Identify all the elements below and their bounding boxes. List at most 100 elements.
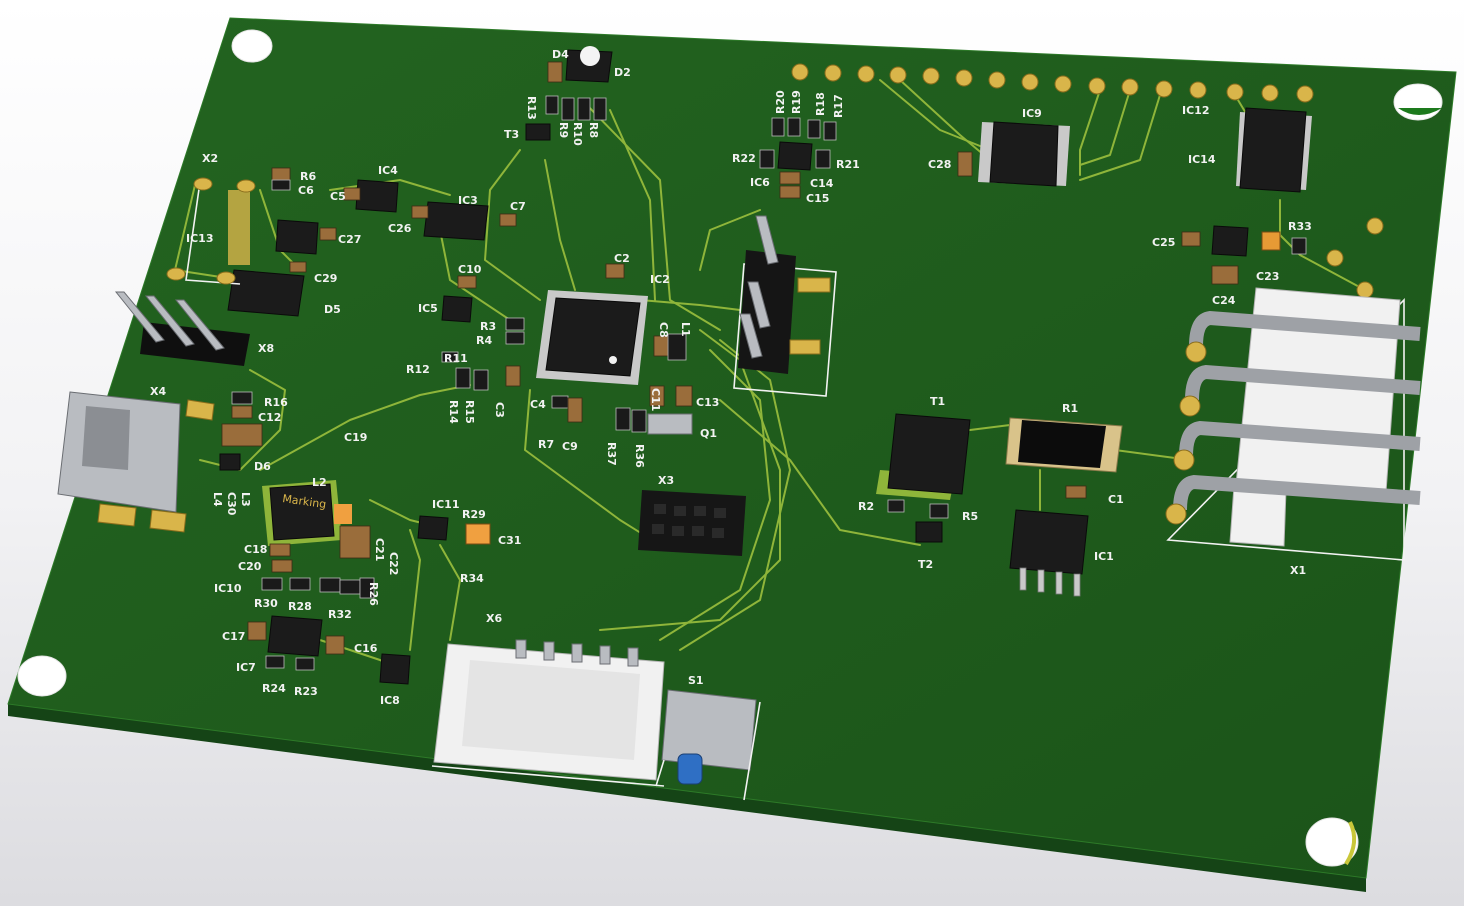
resistor xyxy=(561,97,575,121)
label-ic8: IC8 xyxy=(380,694,400,707)
inductor-marking-text: Marking xyxy=(282,492,328,511)
x3-socket xyxy=(692,526,704,536)
trace xyxy=(439,229,511,321)
pad xyxy=(955,69,973,87)
ic12-chip xyxy=(1211,225,1249,257)
label-t1: T1 xyxy=(930,395,945,408)
label-r19: R19 xyxy=(790,90,803,114)
label-c24: C24 xyxy=(1212,294,1236,307)
pad xyxy=(1155,80,1173,98)
pad xyxy=(216,271,236,285)
label-ic1: IC1 xyxy=(1094,550,1114,563)
label-c20: C20 xyxy=(238,560,262,573)
capacitor xyxy=(649,385,665,407)
x8-pin xyxy=(174,299,225,351)
label-r17: R17 xyxy=(832,94,845,118)
x6-pin xyxy=(515,639,527,659)
capacitor-c31 xyxy=(465,523,491,545)
capacitor xyxy=(1181,231,1201,247)
resistor xyxy=(441,351,459,363)
label-r21: R21 xyxy=(836,158,860,171)
ic13-body xyxy=(275,219,319,255)
mounting-holes xyxy=(17,29,1443,867)
label-c22: C22 xyxy=(387,552,400,575)
header-pin xyxy=(747,281,771,329)
x3-header xyxy=(638,490,746,556)
label-r3: R3 xyxy=(480,320,496,333)
pad xyxy=(1261,84,1279,102)
ic1-pin xyxy=(1019,567,1027,591)
label-ic9: IC9 xyxy=(1022,107,1042,120)
label-c6: C6 xyxy=(298,184,314,197)
transistor-t2 xyxy=(915,521,943,543)
resistor xyxy=(505,317,525,331)
pad xyxy=(1054,75,1072,93)
r1-shunt xyxy=(1005,417,1123,473)
l2-inductor xyxy=(262,480,342,546)
ic1-pin xyxy=(1073,573,1081,597)
label-c13: C13 xyxy=(696,396,719,409)
label-r12: R12 xyxy=(406,363,430,376)
label-ic13: IC13 xyxy=(186,232,213,245)
label-l1: L1 xyxy=(679,322,692,337)
resistor xyxy=(319,577,341,593)
label-ic4: IC4 xyxy=(378,164,398,177)
silkscreen-labels: R1 T1 C1 IC1 R2 R5 T2 X1 IC9 C28 IC12 IC… xyxy=(150,48,1312,707)
trace xyxy=(329,179,451,196)
resistor xyxy=(295,657,315,671)
diode-d6 xyxy=(219,453,241,471)
label-s1: S1 xyxy=(688,674,704,687)
label-t2: T2 xyxy=(918,558,933,571)
ic4-body xyxy=(355,179,399,213)
pad xyxy=(1185,341,1207,363)
label-c10: C10 xyxy=(458,263,482,276)
ic7-chip xyxy=(267,615,323,657)
smd-passives xyxy=(219,61,1307,671)
ic1-body xyxy=(1009,509,1089,575)
label-c3: C3 xyxy=(493,402,506,418)
trace xyxy=(544,159,576,291)
capacitor xyxy=(1065,485,1087,499)
resistor xyxy=(473,369,489,391)
led-d4 xyxy=(547,61,563,83)
label-r37: R37 xyxy=(605,442,618,466)
trace xyxy=(719,399,921,546)
t1-transistor xyxy=(876,413,971,500)
ic2-body xyxy=(545,297,641,377)
r1-body xyxy=(1018,420,1106,468)
label-ic12: IC12 xyxy=(1182,104,1209,117)
x1-pin xyxy=(1185,364,1421,401)
ic11-body xyxy=(417,515,449,541)
x3-socket xyxy=(712,528,724,538)
trace xyxy=(659,349,771,641)
label-x8: X8 xyxy=(258,342,274,355)
crystal-q1 xyxy=(647,413,693,435)
trace xyxy=(969,424,1011,431)
l2-body xyxy=(269,483,335,541)
label-t3: T3 xyxy=(504,128,519,141)
x4-tab xyxy=(97,503,137,527)
ic8-body xyxy=(379,653,411,685)
label-r9: R9 xyxy=(557,122,570,138)
capacitor xyxy=(457,275,477,289)
capacitor xyxy=(271,167,291,181)
label-d4: D4 xyxy=(552,48,569,61)
capacitor xyxy=(653,335,669,357)
label-r6: R6 xyxy=(300,170,316,183)
pad xyxy=(922,67,940,85)
label-r13: R13 xyxy=(525,96,538,120)
resistor xyxy=(551,395,569,409)
label-r20: R20 xyxy=(774,90,787,114)
trace xyxy=(1079,89,1131,166)
ic2-mcu xyxy=(536,290,648,385)
capacitor xyxy=(325,635,345,655)
label-ic14: IC14 xyxy=(1188,153,1216,166)
header-pin xyxy=(739,313,763,359)
x3-body xyxy=(638,490,746,556)
trace xyxy=(439,544,461,641)
x6-cavity xyxy=(462,660,640,760)
resistor xyxy=(823,121,837,141)
pad xyxy=(1121,78,1139,96)
x8-housing xyxy=(140,322,250,366)
capacitor xyxy=(271,559,293,573)
